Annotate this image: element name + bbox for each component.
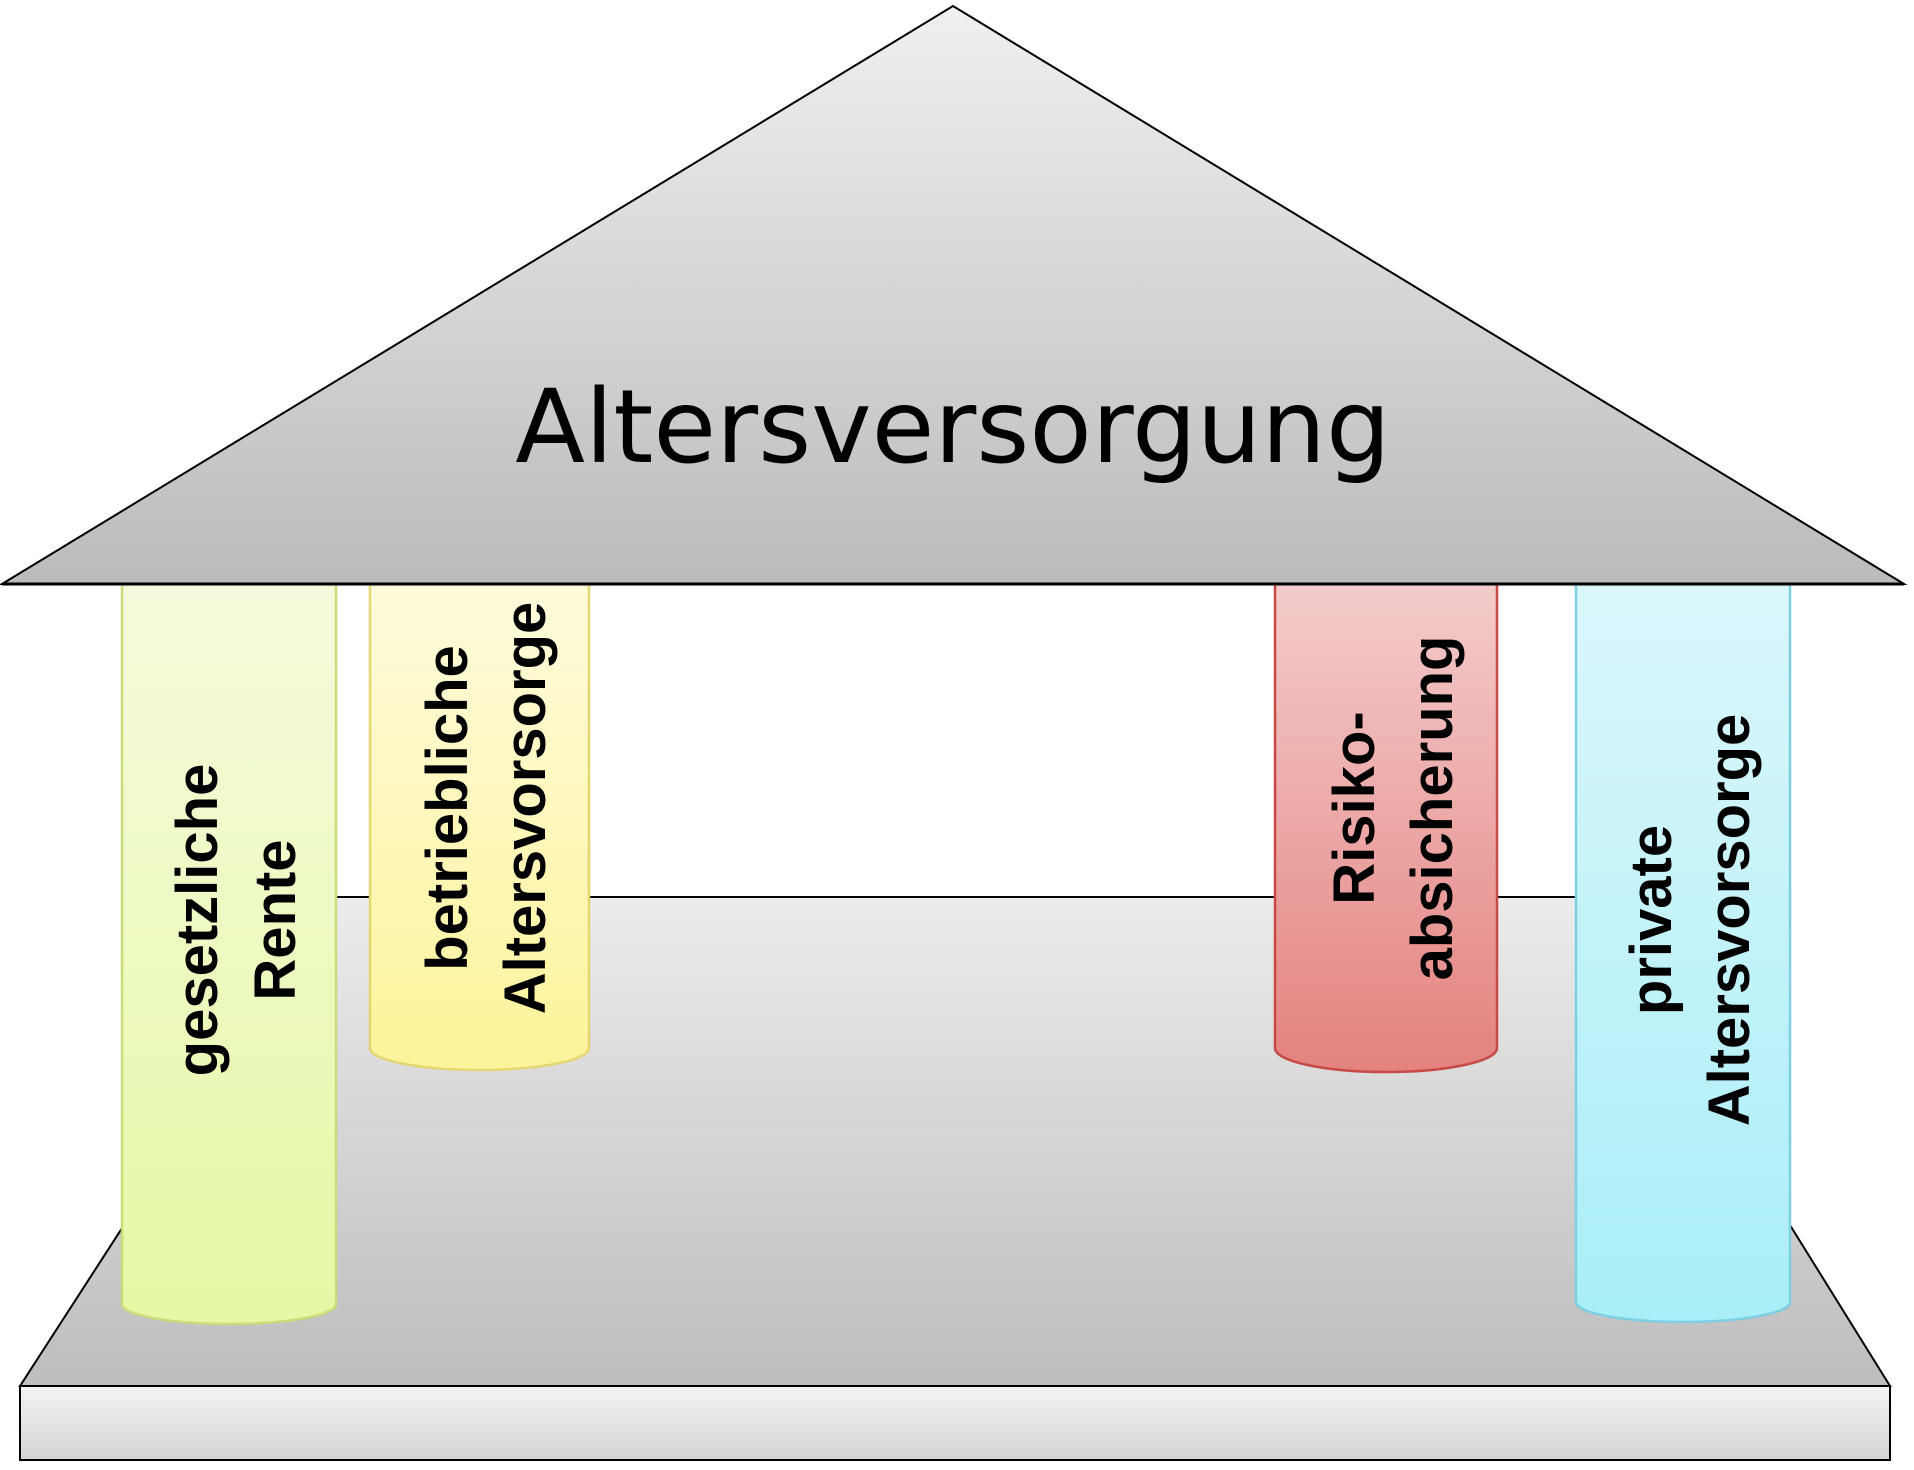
pillar-gesetzliche-rente: gesetzliche Rente xyxy=(120,582,338,1326)
pillar-risikoabsicherung: Risiko- absicherung xyxy=(1273,582,1499,1074)
roof-title: Altersversorgung xyxy=(515,368,1390,487)
pillar-label-line-1: private xyxy=(1619,825,1684,1015)
pillar-private-altersvorsorge: private Altersvorsorge xyxy=(1574,582,1792,1324)
roof-triangle xyxy=(0,4,1908,585)
pillar-body xyxy=(1574,582,1792,1324)
pillar-label-line-2: Altersvorsorge xyxy=(493,602,558,1015)
pillar-label-line-2: absicherung xyxy=(1400,636,1465,981)
pillar-label-line-1: betriebliche xyxy=(415,645,480,971)
pillar-label-line-2: Altersvorsorge xyxy=(1697,714,1762,1127)
pillar-body xyxy=(1273,582,1499,1074)
pillar-body xyxy=(120,582,338,1326)
pillar-label-line-1: Risiko- xyxy=(1322,711,1387,904)
roof: Altersversorgung xyxy=(0,4,1908,586)
foundation-step xyxy=(19,1385,1891,1461)
pillar-body xyxy=(368,582,591,1072)
pillar-label-line-2: Rente xyxy=(243,839,308,1000)
pillar-betriebliche-altersvorsorge: betriebliche Altersvorsorge xyxy=(368,582,591,1072)
pillar-label-line-1: gesetzliche xyxy=(165,764,230,1077)
